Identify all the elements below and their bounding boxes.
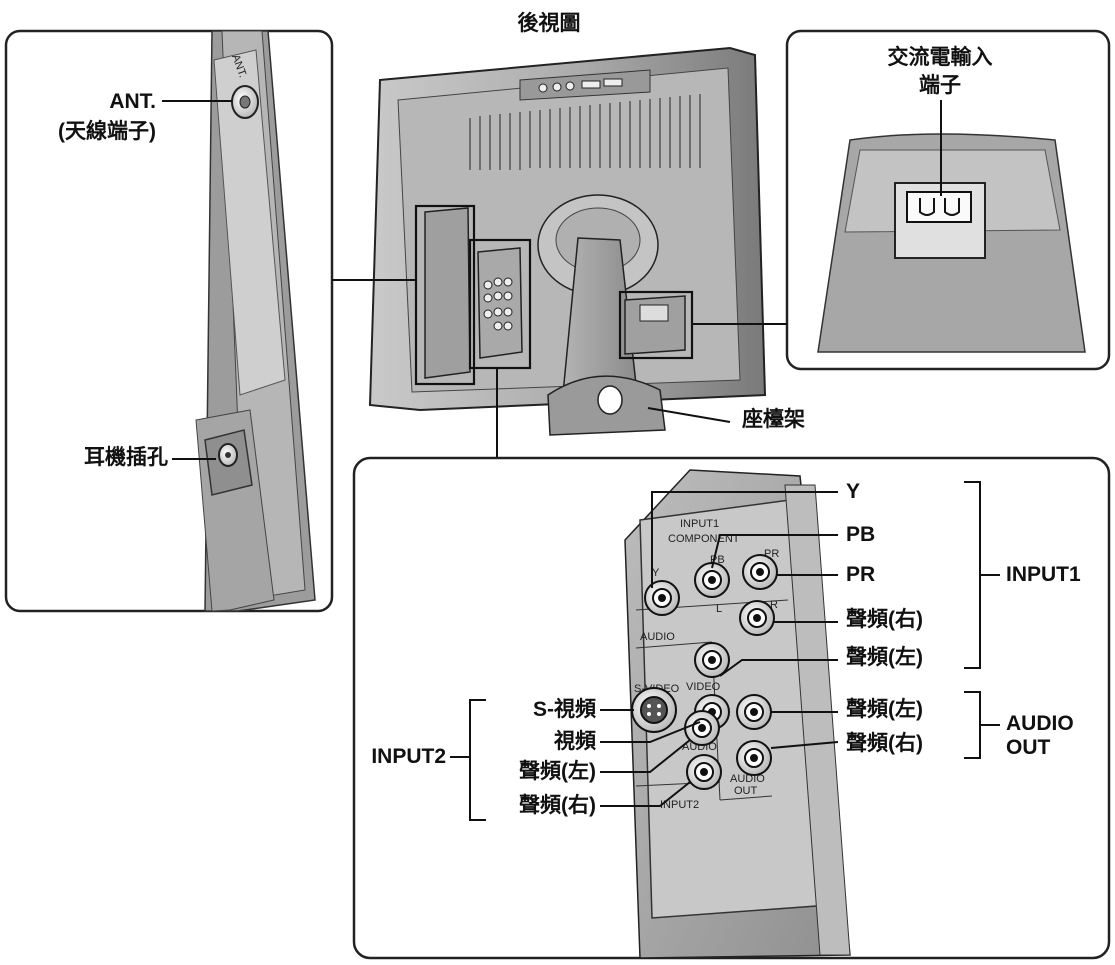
ant-label: ANT. <box>109 90 156 113</box>
terminal-panel-illustration: INPUT1 COMPONENT PB PR Y L R AUDIO S-VID… <box>624 469 851 959</box>
label-pb: PB <box>846 523 876 546</box>
jack-pb-icon <box>694 562 730 598</box>
jack-pr-icon <box>742 554 778 590</box>
headphone-label: 耳機插孔 <box>84 446 168 469</box>
print-video: VIDEO <box>686 681 721 693</box>
print-audio-out-2: OUT <box>734 785 758 797</box>
print-r: R <box>770 599 778 611</box>
jack-y-icon <box>644 580 680 616</box>
power-label-line2: 端子 <box>919 74 961 97</box>
label-audio-l-out: 聲頻(左) <box>846 698 923 721</box>
label-audio-l2: 聲頻(左) <box>519 760 596 783</box>
jack-audio-r1-icon <box>739 600 775 636</box>
power-inlet-housing <box>817 133 1086 353</box>
label-audio-r2: 聲頻(右) <box>519 794 596 817</box>
label-svideo: S-視頻 <box>533 698 596 721</box>
svideo-jack-icon <box>631 687 677 733</box>
label-y: Y <box>846 480 861 503</box>
group-input2: INPUT2 <box>371 745 446 768</box>
label-audio-r1: 聲頻(右) <box>846 608 923 631</box>
left-leader-lines <box>600 709 701 807</box>
label-audio-l1: 聲頻(左) <box>846 646 923 669</box>
ant-sub-label: (天線端子) <box>58 120 156 143</box>
print-audio-out-1: AUDIO <box>730 773 765 785</box>
jack-audio-out-r-icon <box>736 740 772 776</box>
group-audio-out-line2: OUT <box>1006 736 1051 759</box>
ac-inlet-icon <box>906 191 972 223</box>
stand-pointer-line <box>647 407 731 423</box>
print-l: L <box>716 603 722 615</box>
label-audio-r-out: 聲頻(右) <box>846 732 923 755</box>
jack-audio-l1-icon <box>694 642 730 678</box>
page-title: 後視圖 <box>517 12 581 35</box>
jack-audio-left-input2-icon <box>684 710 720 746</box>
print-input2: INPUT2 <box>660 799 699 811</box>
stand-label: 座檯架 <box>742 408 805 431</box>
group-audio-out-line1: AUDIO <box>1006 712 1074 735</box>
headphone-jack-icon <box>204 429 253 496</box>
print-audio: AUDIO <box>640 631 675 643</box>
rear-panel-highlight <box>468 238 532 370</box>
print-input1: INPUT1 <box>680 518 719 530</box>
tv-side-strip: ANT. <box>195 30 316 612</box>
ant-jack-icon <box>231 85 259 119</box>
group-brackets <box>450 481 1000 821</box>
label-video: 視頻 <box>554 730 596 753</box>
side-panel-highlight <box>414 204 476 386</box>
group-input1: INPUT1 <box>1006 563 1081 586</box>
power-label-line1: 交流電輸入 <box>887 46 993 69</box>
jack-audio-right-input2-icon <box>686 754 722 790</box>
print-y: Y <box>652 567 660 579</box>
jack-audio-out-l-icon <box>736 694 772 730</box>
label-pr: PR <box>846 563 876 586</box>
right-leader-lines <box>651 491 839 749</box>
tv-rear-body <box>368 46 767 436</box>
